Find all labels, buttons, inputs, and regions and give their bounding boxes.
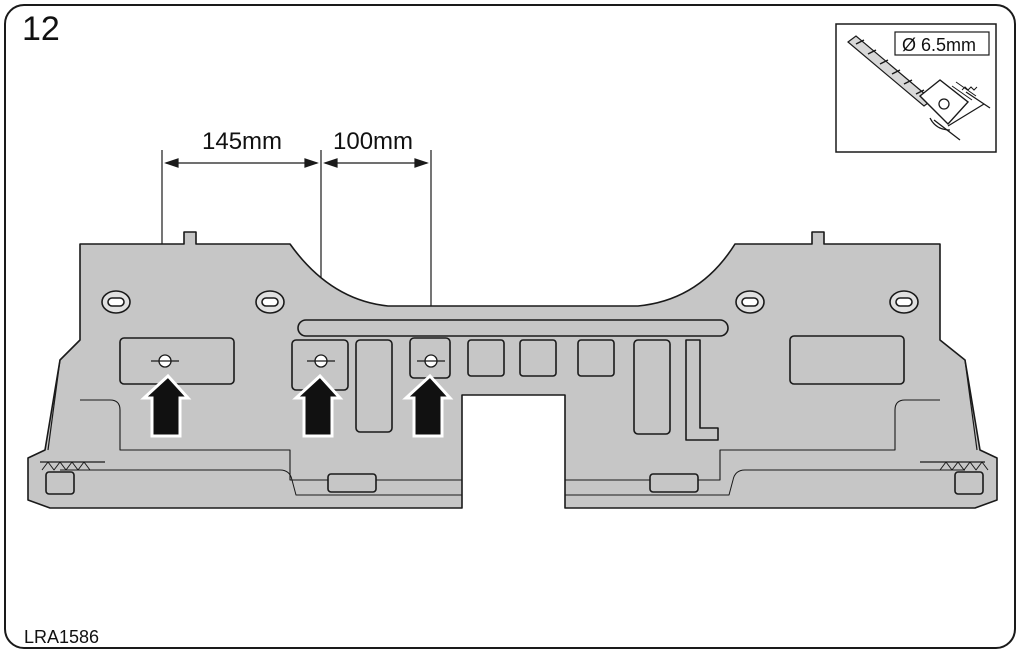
dimension-label-second: 100mm xyxy=(333,128,414,155)
pointer-arrows xyxy=(140,373,454,438)
drill-points xyxy=(151,354,445,368)
reference-code: LRA1586 xyxy=(24,627,100,647)
dimension-label-first: 145mm xyxy=(202,128,283,155)
drill-inset xyxy=(835,23,997,153)
step-number: 12 xyxy=(22,10,60,48)
drill-bit-icon xyxy=(847,35,991,141)
drill-bit-size-label: Ø 6.5mm xyxy=(902,35,977,55)
trim-panel xyxy=(27,231,998,509)
diagram-frame xyxy=(4,4,1016,649)
mounting-slots xyxy=(101,290,919,314)
